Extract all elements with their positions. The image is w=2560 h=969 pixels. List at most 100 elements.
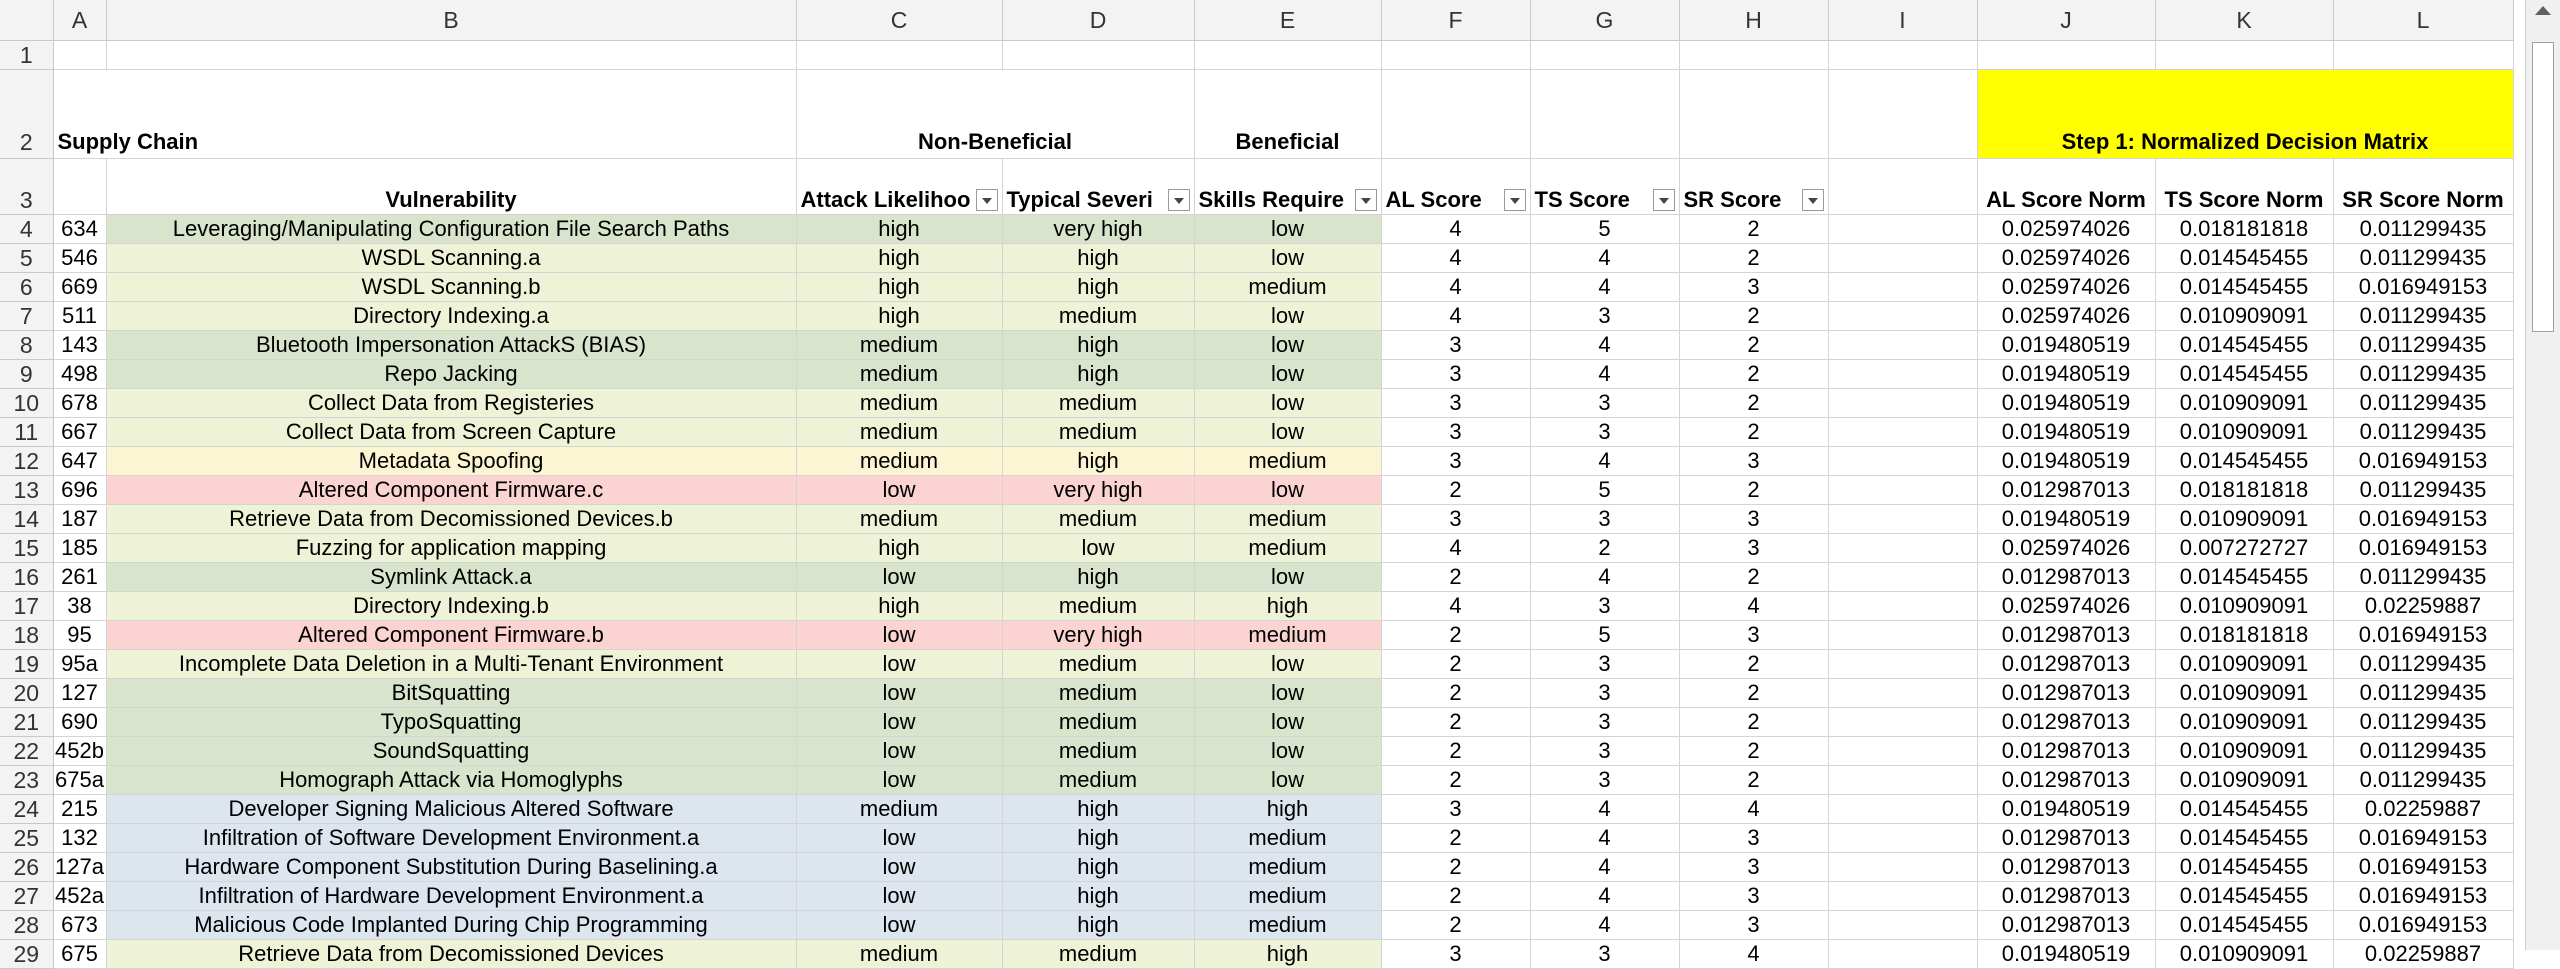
ts-score-norm-cell[interactable]: 0.010909091 xyxy=(2155,591,2334,621)
skills-required-cell[interactable]: medium xyxy=(1194,620,1382,650)
skills-required-cell[interactable]: medium xyxy=(1194,533,1382,563)
al-score-header[interactable]: AL Score xyxy=(1381,158,1531,215)
al-score-cell[interactable]: 4 xyxy=(1381,214,1531,244)
sr-score-norm-cell[interactable]: 0.011299435 xyxy=(2333,417,2514,447)
al-score-norm-cell[interactable]: 0.012987013 xyxy=(1977,475,2156,505)
ts-score-norm-cell[interactable]: 0.014545455 xyxy=(2155,359,2334,389)
ts-score-norm-cell[interactable]: 0.018181818 xyxy=(2155,214,2334,244)
sr-score-norm-cell[interactable]: 0.016949153 xyxy=(2333,852,2514,882)
al-score-cell[interactable]: 2 xyxy=(1381,649,1531,679)
vulnerability-cell[interactable]: WSDL Scanning.b xyxy=(106,272,797,302)
row-header[interactable]: 17 xyxy=(0,591,54,621)
ts-score-cell[interactable]: 5 xyxy=(1530,620,1680,650)
al-score-norm-cell[interactable]: 0.019480519 xyxy=(1977,417,2156,447)
al-score-norm-cell[interactable]: 0.012987013 xyxy=(1977,678,2156,708)
cell[interactable] xyxy=(1828,620,1978,650)
sr-score-cell[interactable]: 3 xyxy=(1679,446,1829,476)
typical-severity-cell[interactable]: high xyxy=(1002,359,1195,389)
attack-likelihood-cell[interactable]: low xyxy=(796,765,1003,795)
ts-score-norm-cell[interactable]: 0.014545455 xyxy=(2155,823,2334,853)
sr-score-norm-cell[interactable]: 0.016949153 xyxy=(2333,910,2514,940)
attack-likelihood-cell[interactable]: medium xyxy=(796,504,1003,534)
row-id-cell[interactable]: 634 xyxy=(53,214,107,244)
ts-score-norm-cell[interactable]: 0.010909091 xyxy=(2155,417,2334,447)
vulnerability-cell[interactable]: Altered Component Firmware.c xyxy=(106,475,797,505)
typical-severity-cell[interactable]: very high xyxy=(1002,475,1195,505)
typical-severity-header[interactable]: Typical Severi xyxy=(1002,158,1195,215)
al-score-cell[interactable]: 2 xyxy=(1381,678,1531,708)
row-id-cell[interactable]: 185 xyxy=(53,533,107,563)
row-id-cell[interactable]: 38 xyxy=(53,591,107,621)
vulnerability-cell[interactable]: BitSquatting xyxy=(106,678,797,708)
row-header[interactable]: 5 xyxy=(0,243,54,273)
ts-score-norm-cell[interactable]: 0.014545455 xyxy=(2155,446,2334,476)
cell[interactable] xyxy=(1002,40,1195,70)
vulnerability-cell[interactable]: Leveraging/Manipulating Configuration Fi… xyxy=(106,214,797,244)
ts-score-cell[interactable]: 3 xyxy=(1530,417,1680,447)
typical-severity-cell[interactable]: high xyxy=(1002,243,1195,273)
vulnerability-cell[interactable]: Developer Signing Malicious Altered Soft… xyxy=(106,794,797,824)
sr-score-cell[interactable]: 2 xyxy=(1679,649,1829,679)
column-header[interactable]: G xyxy=(1530,0,1680,41)
attack-likelihood-cell[interactable]: medium xyxy=(796,359,1003,389)
ts-score-norm-cell[interactable]: 0.010909091 xyxy=(2155,707,2334,737)
al-score-norm-cell[interactable]: 0.025974026 xyxy=(1977,214,2156,244)
vulnerability-cell[interactable]: Altered Component Firmware.b xyxy=(106,620,797,650)
row-header[interactable]: 6 xyxy=(0,272,54,302)
row-id-cell[interactable]: 690 xyxy=(53,707,107,737)
skills-required-cell[interactable]: low xyxy=(1194,388,1382,418)
sr-score-cell[interactable]: 4 xyxy=(1679,939,1829,969)
al-score-norm-cell[interactable]: 0.019480519 xyxy=(1977,388,2156,418)
cell[interactable] xyxy=(2155,40,2334,70)
skills-required-header[interactable]: Skills Require xyxy=(1194,158,1382,215)
vulnerability-cell[interactable]: Repo Jacking xyxy=(106,359,797,389)
cell[interactable] xyxy=(1194,40,1382,70)
typical-severity-cell[interactable]: medium xyxy=(1002,649,1195,679)
attack-likelihood-cell[interactable]: low xyxy=(796,562,1003,592)
attack-likelihood-cell[interactable]: medium xyxy=(796,417,1003,447)
ts-score-cell[interactable]: 3 xyxy=(1530,649,1680,679)
sr-score-cell[interactable]: 3 xyxy=(1679,852,1829,882)
typical-severity-cell[interactable]: high xyxy=(1002,910,1195,940)
attack-likelihood-cell[interactable]: medium xyxy=(796,330,1003,360)
skills-required-cell[interactable]: low xyxy=(1194,475,1382,505)
cell[interactable] xyxy=(1828,301,1978,331)
al-score-cell[interactable]: 3 xyxy=(1381,417,1531,447)
ts-score-cell[interactable]: 4 xyxy=(1530,446,1680,476)
ts-score-cell[interactable]: 3 xyxy=(1530,939,1680,969)
attack-likelihood-cell[interactable]: low xyxy=(796,881,1003,911)
cell[interactable] xyxy=(1828,388,1978,418)
vulnerability-cell[interactable]: Collect Data from Screen Capture xyxy=(106,417,797,447)
typical-severity-cell[interactable]: very high xyxy=(1002,214,1195,244)
attack-likelihood-cell[interactable]: low xyxy=(796,475,1003,505)
row-header[interactable]: 24 xyxy=(0,794,54,824)
column-header[interactable]: E xyxy=(1194,0,1382,41)
typical-severity-cell[interactable]: medium xyxy=(1002,417,1195,447)
ts-score-cell[interactable]: 3 xyxy=(1530,301,1680,331)
al-score-norm-cell[interactable]: 0.012987013 xyxy=(1977,620,2156,650)
sr-score-cell[interactable]: 3 xyxy=(1679,910,1829,940)
typical-severity-cell[interactable]: high xyxy=(1002,794,1195,824)
al-score-cell[interactable]: 2 xyxy=(1381,562,1531,592)
al-score-cell[interactable]: 2 xyxy=(1381,620,1531,650)
row-header[interactable]: 3 xyxy=(0,158,54,215)
al-score-cell[interactable]: 2 xyxy=(1381,707,1531,737)
column-header[interactable]: I xyxy=(1828,0,1978,41)
skills-required-cell[interactable]: low xyxy=(1194,765,1382,795)
sr-score-norm-cell[interactable]: 0.011299435 xyxy=(2333,359,2514,389)
sr-score-norm-cell[interactable]: 0.011299435 xyxy=(2333,475,2514,505)
al-score-norm-cell[interactable]: 0.012987013 xyxy=(1977,736,2156,766)
row-id-cell[interactable]: 675 xyxy=(53,939,107,969)
sr-score-norm-cell[interactable]: 0.016949153 xyxy=(2333,620,2514,650)
vulnerability-cell[interactable]: Bluetooth Impersonation AttackS (BIAS) xyxy=(106,330,797,360)
vulnerability-cell[interactable]: Metadata Spoofing xyxy=(106,446,797,476)
al-score-norm-cell[interactable]: 0.019480519 xyxy=(1977,504,2156,534)
ts-score-norm-cell[interactable]: 0.014545455 xyxy=(2155,562,2334,592)
row-header[interactable]: 16 xyxy=(0,562,54,592)
al-score-norm-cell[interactable]: 0.012987013 xyxy=(1977,765,2156,795)
skills-required-cell[interactable]: high xyxy=(1194,939,1382,969)
ts-score-cell[interactable]: 3 xyxy=(1530,736,1680,766)
sr-score-norm-cell[interactable]: 0.011299435 xyxy=(2333,736,2514,766)
cell[interactable] xyxy=(1828,417,1978,447)
cell[interactable] xyxy=(1530,40,1680,70)
